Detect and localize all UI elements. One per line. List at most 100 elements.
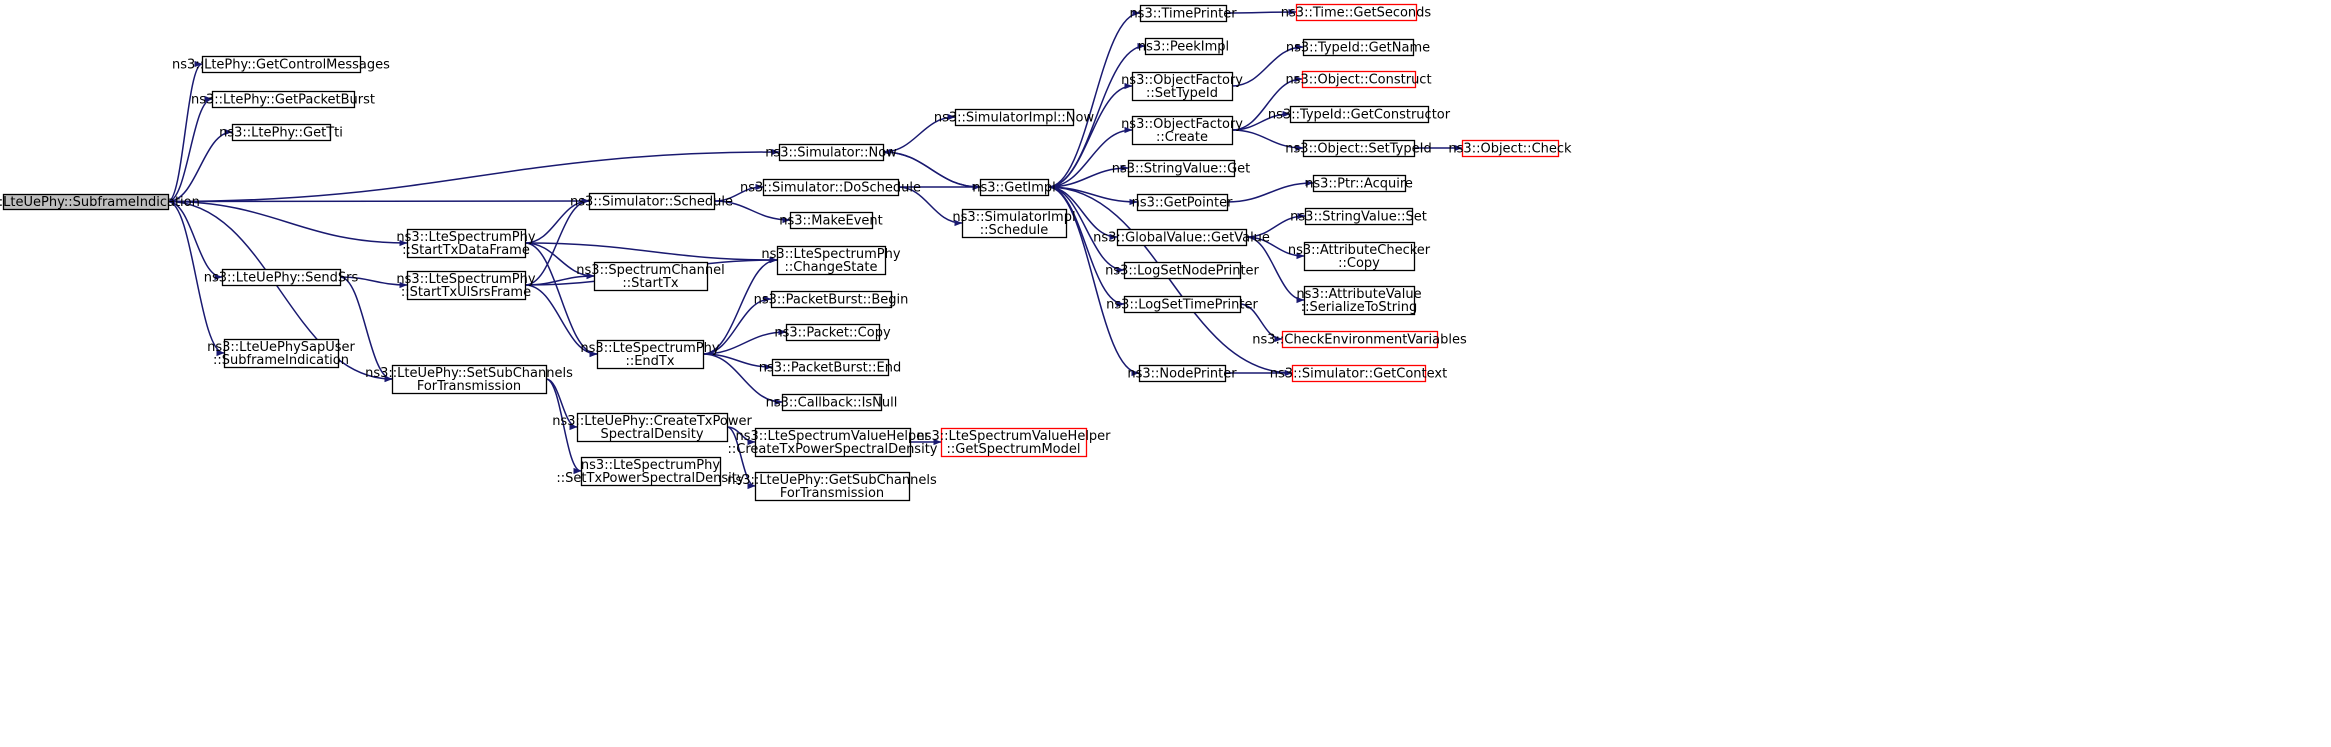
node-label: ns3::Time::GetSeconds <box>1281 6 1432 21</box>
node-label: ns3::LteUePhy::SubframeIndication <box>0 195 200 210</box>
node-label: ns3::Packet::Copy <box>774 326 891 341</box>
node-label: ForTransmission <box>417 379 521 394</box>
node-svhgetmodel[interactable]: ns3::LteSpectrumValueHelper::GetSpectrum… <box>916 427 1111 458</box>
node-label: ns3::SimulatorImpl::Now <box>934 111 1095 126</box>
node-dosched[interactable]: ns3::Simulator::DoSchedule <box>740 178 921 197</box>
node-makeevent[interactable]: ns3::MakeEvent <box>779 211 883 230</box>
node-label: ::Copy <box>1338 256 1380 271</box>
edge-sendsrs-to-setsub <box>339 276 393 383</box>
node-box <box>1139 4 1228 23</box>
edge-timeprinter-to-timegetsec <box>1225 8 1297 16</box>
node-box <box>201 55 362 74</box>
node-subframe[interactable]: ns3::LteUePhy::SubframeIndication <box>0 193 200 211</box>
node-box <box>1289 105 1430 124</box>
node-pktcopy[interactable]: ns3::Packet::Copy <box>774 323 891 342</box>
node-simnow[interactable]: ns3::Simulator::Now <box>765 143 897 162</box>
node-gettti[interactable]: ns3::LtePhy::GetTti <box>219 123 343 142</box>
node-box <box>1281 330 1439 349</box>
node-ofcreate[interactable]: ns3::ObjectFactory::Create <box>1121 115 1243 146</box>
node-settxpsd[interactable]: ns3::LteSpectrumPhy::SetTxPowerSpectralD… <box>556 456 745 487</box>
node-checkenv[interactable]: ns3::CheckEnvironmentVariables <box>1252 330 1467 349</box>
node-timeprinter[interactable]: ns3::TimePrinter <box>1129 4 1237 23</box>
node-objsettype[interactable]: ns3::Object::SetTypeId <box>1285 139 1432 158</box>
node-label: ns3::LteUePhy::GetSubChannels <box>727 473 937 488</box>
node-nodeprinter[interactable]: ns3::NodePrinter <box>1127 364 1237 383</box>
edge-ofsettype-to-typeidname <box>1231 43 1304 87</box>
node-label: ::Create <box>1156 130 1208 145</box>
node-box <box>1127 159 1236 178</box>
node-label: ns3::Simulator::Schedule <box>570 195 733 210</box>
node-label: ::StartTx <box>622 276 678 291</box>
edge-getimpl-to-simnow <box>882 148 981 188</box>
node-label: ::SetTxPowerSpectralDensity <box>556 471 744 486</box>
node-box <box>211 90 356 109</box>
node-label: ns3::LteSpectrumPhy <box>396 230 535 245</box>
node-label: ns3::TypeId::GetConstructor <box>1268 108 1451 123</box>
node-typeidname[interactable]: ns3::TypeId::GetName <box>1286 38 1430 57</box>
edge-txdata-to-schedule <box>524 197 590 244</box>
node-box <box>1131 71 1234 102</box>
node-label: ns3::AttributeChecker <box>1288 243 1431 258</box>
node-label: ns3::PacketBurst::End <box>759 361 901 376</box>
node-getimpl[interactable]: ns3::GetImpl <box>972 178 1056 197</box>
node-ofsettype[interactable]: ns3::ObjectFactory::SetTypeId <box>1121 71 1243 102</box>
edge-subframe-to-setsub <box>167 200 393 383</box>
node-label: ns3::PeekImpl <box>1138 40 1229 55</box>
node-peekimpl[interactable]: ns3::PeekImpl <box>1138 37 1229 56</box>
edge-txsrs-to-schedule <box>524 197 590 286</box>
node-uegetsub[interactable]: ns3::LteUePhy::GetSubChannelsForTransmis… <box>727 471 937 502</box>
node-ptracquire[interactable]: ns3::Ptr::Acquire <box>1305 174 1413 193</box>
node-label: ::SerializeToString <box>1301 300 1417 315</box>
node-pbbegin[interactable]: ns3::PacketBurst::Begin <box>754 290 909 309</box>
node-svhcreate[interactable]: ns3::LteSpectrumValueHelper::CreateTxPow… <box>728 427 938 458</box>
node-txdata[interactable]: ns3::LteSpectrumPhy::StartTxDataFrame <box>396 228 536 259</box>
node-schedule[interactable]: ns3::Simulator::Schedule <box>570 192 733 211</box>
node-gvgetvalue[interactable]: ns3::GlobalValue::GetValue <box>1093 228 1270 247</box>
node-box <box>1304 207 1414 226</box>
node-objcheck[interactable]: ns3::Object::Check <box>1448 139 1572 158</box>
node-box <box>593 261 709 292</box>
node-label: ns3::LteUePhy::CreateTxPower <box>552 414 752 429</box>
node-lognode[interactable]: ns3::LogSetNodePrinter <box>1105 261 1260 280</box>
node-label: ns3::SpectrumChannel <box>576 263 724 278</box>
node-box <box>1303 285 1416 316</box>
node-getpkt[interactable]: ns3::LtePhy::GetPacketBurst <box>191 90 375 109</box>
edge-gvgetvalue-to-accopy <box>1245 236 1305 260</box>
node-box <box>1138 364 1227 383</box>
node-label: ::StartTxUlSrsFrame <box>401 285 531 300</box>
node-label: ns3::Object::SetTypeId <box>1285 142 1431 157</box>
edge-txdata-to-chstarttx <box>524 242 595 280</box>
node-box <box>223 338 340 369</box>
node-box <box>1123 261 1242 280</box>
node-label: ::StartTxDataFrame <box>402 243 530 258</box>
node-objconstruct[interactable]: ns3::Object::Construct <box>1285 70 1432 89</box>
node-timegetsec[interactable]: ns3::Time::GetSeconds <box>1281 3 1432 22</box>
node-getpointer[interactable]: ns3::GetPointer <box>1132 193 1233 212</box>
node-svset[interactable]: ns3::StringValue::Set <box>1290 207 1427 226</box>
node-txsrs[interactable]: ns3::LteSpectrumPhy::StartTxUlSrsFrame <box>396 270 536 301</box>
node-box <box>1312 174 1407 193</box>
node-logtime[interactable]: ns3::LogSetTimePrinter <box>1106 295 1258 314</box>
node-cbnull[interactable]: ns3::Callback::IsNull <box>766 393 898 412</box>
node-typeidctor[interactable]: ns3::TypeId::GetConstructor <box>1268 105 1451 124</box>
node-label: ns3::SimulatorImpl <box>952 210 1075 225</box>
edge-subframe-to-txdata <box>167 200 408 247</box>
node-label: ns3::CheckEnvironmentVariables <box>1252 333 1467 348</box>
node-accopy[interactable]: ns3::AttributeChecker::Copy <box>1288 241 1431 272</box>
node-endtx[interactable]: ns3::LteSpectrumPhy::EndTx <box>580 339 720 370</box>
node-sendsrs[interactable]: ns3::LteUePhy::SendSrs <box>204 268 359 287</box>
node-getctrl[interactable]: ns3::LtePhy::GetControlMessages <box>172 55 390 74</box>
node-setsub[interactable]: ns3::LteUePhy::SetSubChannelsForTransmis… <box>365 364 573 395</box>
node-changestate[interactable]: ns3::LteSpectrumPhy::ChangeState <box>761 245 901 276</box>
node-pbend[interactable]: ns3::PacketBurst::End <box>759 358 901 377</box>
node-simimplsched[interactable]: ns3::SimulatorImpl::Schedule <box>952 208 1076 239</box>
node-label: ns3::LtePhy::GetControlMessages <box>172 58 390 73</box>
node-getcontext[interactable]: ns3::Simulator::GetContext <box>1270 364 1447 383</box>
node-chstarttx[interactable]: ns3::SpectrumChannel::StartTx <box>576 261 725 292</box>
node-sapuser[interactable]: ns3::LteUePhySapUser::SubframeIndication <box>207 338 356 369</box>
node-createtx[interactable]: ns3::LteUePhy::CreateTxPowerSpectralDens… <box>552 412 752 443</box>
node-simimplnow[interactable]: ns3::SimulatorImpl::Now <box>934 108 1095 127</box>
node-box <box>778 143 885 162</box>
node-svget[interactable]: ns3::StringValue::Get <box>1112 159 1250 178</box>
node-avserialize[interactable]: ns3::AttributeValue::SerializeToString <box>1296 285 1422 316</box>
